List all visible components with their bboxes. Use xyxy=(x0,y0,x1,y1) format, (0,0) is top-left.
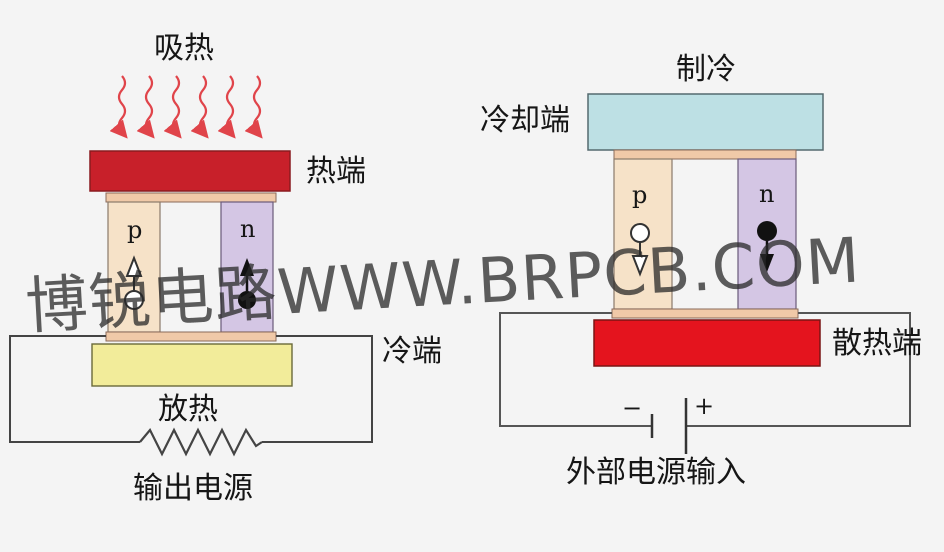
n-type-label-left: n xyxy=(240,215,256,243)
battery-minus-sign: − xyxy=(622,394,643,422)
cold-end-label: 冷端 xyxy=(382,334,442,369)
output-circuit-wire xyxy=(9,335,373,457)
cooling-end-label: 冷却端 xyxy=(480,103,570,138)
battery-plus-sign: + xyxy=(694,392,715,420)
p-type-label-right: p xyxy=(632,181,648,209)
n-type-label-right: n xyxy=(759,180,775,208)
battery-symbol xyxy=(650,398,688,454)
hole-carrier-left xyxy=(124,255,144,310)
p-type-label-left: p xyxy=(127,216,143,244)
output-power-label: 输出电源 xyxy=(133,471,253,506)
heat-absorb-arrows xyxy=(109,75,263,139)
cold-end-plate xyxy=(91,343,293,387)
hole-carrier-right xyxy=(630,223,650,277)
release-heat-label: 放热 xyxy=(158,392,218,427)
hot-end-label: 热端 xyxy=(306,154,366,189)
electron-carrier-right xyxy=(757,221,777,272)
heat-sink-plate xyxy=(593,319,821,367)
input-power-label: 外部电源输入 xyxy=(566,455,746,490)
hot-end-plate xyxy=(89,150,291,192)
electron-carrier-left xyxy=(238,258,256,309)
absorb-heat-label: 吸热 xyxy=(154,31,214,66)
input-circuit-wire xyxy=(499,312,911,427)
cooling-label: 制冷 xyxy=(676,52,736,87)
cooling-end-plate xyxy=(587,93,824,151)
heat-sink-end-label: 散热端 xyxy=(832,326,922,361)
